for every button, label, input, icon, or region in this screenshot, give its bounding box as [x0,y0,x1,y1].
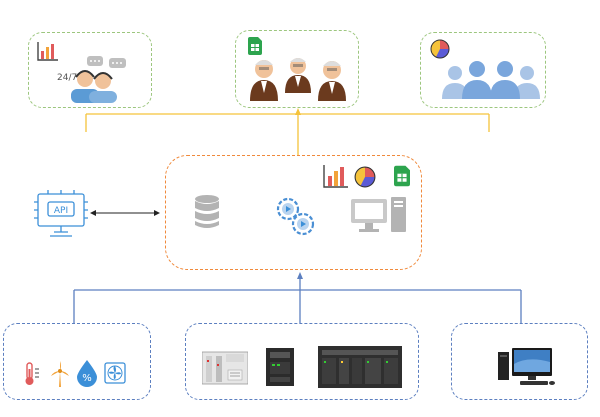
support-panel: 24/7 [28,32,152,108]
desktop-computer-icon [498,348,555,385]
controllers-panel [185,323,419,400]
workstation-icon [351,197,406,232]
executives-icon [250,58,346,101]
svg-text:%: % [82,373,92,384]
team-panel [420,32,546,108]
spreadsheet-icon [248,37,262,55]
svg-text:API: API [54,206,68,216]
sensors-panel: % [3,323,151,400]
api-monitor-icon: API [34,190,88,237]
control-cabinet-icon [318,346,402,388]
controller-icon [266,348,294,386]
support-badge: 24/7 [57,73,78,83]
bottom-arrowhead [297,272,303,279]
support-agents-icon [71,70,117,103]
wind-turbine-icon [51,361,69,387]
bar-chart-icon [323,165,348,188]
fan-icon [104,362,126,384]
thermometer-icon [25,362,39,385]
data-platform-hub [165,155,422,270]
chat-bubbles-icon [87,56,126,68]
top-arrowhead [295,108,301,115]
spreadsheet-icon [394,165,410,187]
team-users-icon [442,61,540,99]
database-icon [195,195,219,228]
gears-icon [276,197,315,236]
top-connector [85,113,490,155]
bottom-connector [73,275,522,323]
api-arrow-left [90,210,96,216]
bar-chart-icon [37,42,58,61]
computer-panel [451,323,588,400]
humidity-drop-icon: % [77,360,97,387]
pie-chart-icon [430,39,450,59]
pie-chart-icon [354,166,376,188]
executives-panel [235,30,359,108]
api-arrow-right [154,210,160,216]
plc-module-icon [202,351,248,385]
